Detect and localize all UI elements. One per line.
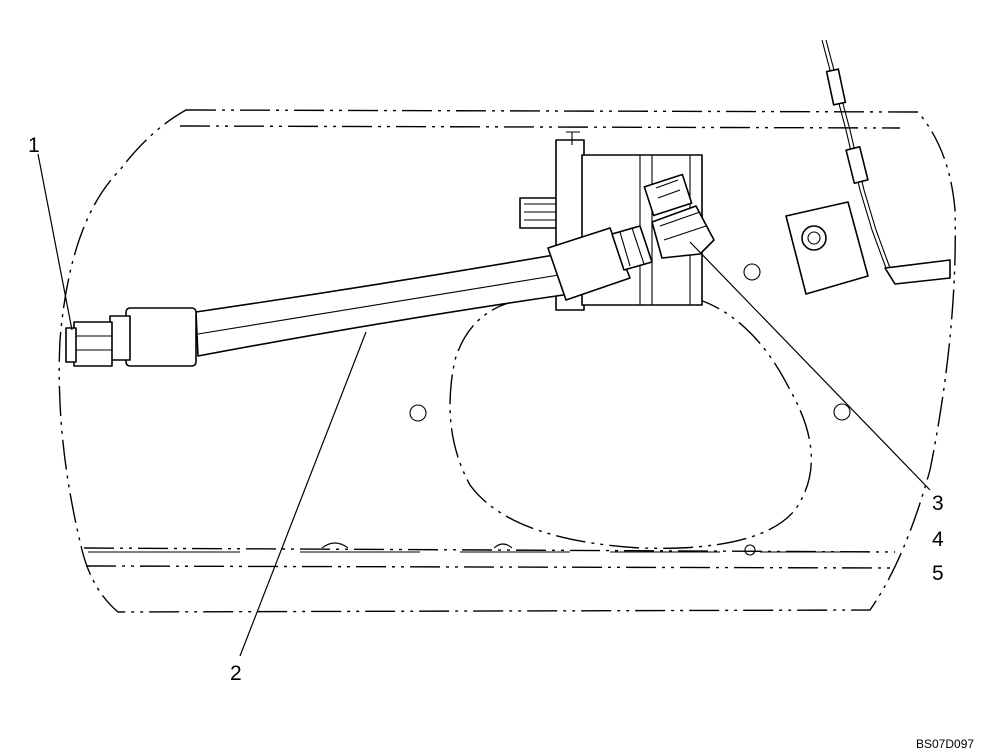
callout-4: 4 [932,528,944,551]
drawing-reference-code: BS07D097 [916,737,974,751]
elbow-fitting [643,173,715,259]
callout-3: 3 [932,492,944,515]
wire-harness [821,39,891,269]
hydraulic-hose [195,253,571,357]
leader-lines [37,153,931,657]
mounting-holes [409,263,851,422]
left-hose-fitting [65,307,197,367]
callout-1: 1 [28,134,40,157]
callout-2: 2 [230,662,242,685]
lower-rail-details [88,542,860,556]
right-hose-fitting [547,225,653,301]
callout-5: 5 [932,562,944,585]
access-opening-outline [449,291,812,550]
chassis-frame-outline [58,109,956,613]
mounting-bracket [785,201,951,295]
